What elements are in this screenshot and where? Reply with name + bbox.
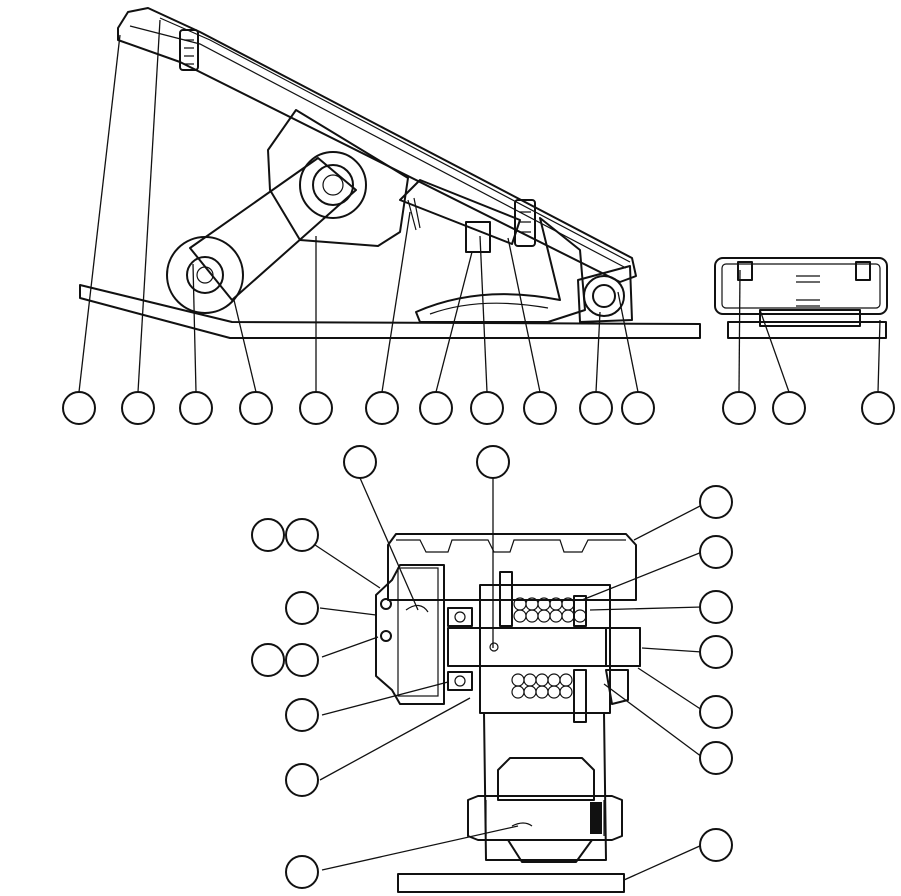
tread-clip xyxy=(179,29,199,71)
callout-bubble xyxy=(699,695,733,729)
callout-bubble xyxy=(523,391,557,425)
callout-bubble xyxy=(699,741,733,775)
callout-bubble xyxy=(699,635,733,669)
callout-bubble xyxy=(285,591,319,625)
callout-bubble xyxy=(121,391,155,425)
section-view-callouts xyxy=(251,445,733,889)
callout-bubble xyxy=(722,391,756,425)
end-view-callouts xyxy=(722,391,895,425)
side-base-plate xyxy=(79,284,701,339)
leader-lines xyxy=(78,19,881,881)
callout-bubble xyxy=(579,391,613,425)
adjust-block xyxy=(465,221,491,253)
shaft-end-collar xyxy=(605,627,641,667)
callout-bubble xyxy=(365,391,399,425)
callout-bubble xyxy=(476,445,510,479)
callout-bubble xyxy=(772,391,806,425)
main-pivot-inner xyxy=(312,164,354,206)
side-view xyxy=(79,7,701,339)
lower-roller-outer xyxy=(166,236,244,314)
end-view xyxy=(714,257,888,339)
lower-stem xyxy=(483,712,607,861)
guide-slot xyxy=(415,217,586,323)
left-end-cap xyxy=(375,564,445,705)
link-plate xyxy=(399,179,521,245)
callout-bubble xyxy=(343,445,377,479)
main-pivot-outer xyxy=(299,151,367,219)
callout-bubble xyxy=(699,590,733,624)
lower-roller-inner xyxy=(186,256,224,294)
tread-screw xyxy=(514,199,536,247)
callout-bubble xyxy=(285,518,319,552)
end-view-clip-left xyxy=(737,261,753,281)
callout-bubble xyxy=(699,535,733,569)
callout-bubble xyxy=(699,828,733,862)
callout-bubble xyxy=(251,643,285,677)
pedal-tread xyxy=(117,7,637,283)
main-shaft xyxy=(447,627,641,667)
callout-bubble xyxy=(621,391,655,425)
callout-bubble xyxy=(699,485,733,519)
lower-window xyxy=(497,757,595,801)
lower-roller xyxy=(467,795,623,841)
end-view-clip-right xyxy=(855,261,871,281)
callout-bubble xyxy=(239,391,273,425)
callout-bubble xyxy=(470,391,504,425)
callout-bubble xyxy=(299,391,333,425)
callout-bubble xyxy=(251,518,285,552)
spring-housing xyxy=(479,584,611,714)
callout-bubble xyxy=(285,643,319,677)
end-view-base xyxy=(727,321,887,339)
coil-row-lower xyxy=(511,673,573,699)
bearing-upper xyxy=(447,607,473,627)
end-view-body xyxy=(714,257,888,315)
side-view-callouts xyxy=(62,391,655,425)
callout-bubble xyxy=(179,391,213,425)
section-view xyxy=(375,533,641,893)
callout-bubble xyxy=(285,855,319,889)
rear-pivot-inner xyxy=(592,284,616,308)
callout-bubble xyxy=(62,391,96,425)
coil-row-upper xyxy=(513,597,587,623)
callout-bubble xyxy=(419,391,453,425)
pedal-arm xyxy=(189,157,357,301)
callout-bubble xyxy=(285,763,319,797)
callout-bubble xyxy=(861,391,895,425)
pedal-bracket xyxy=(267,109,409,247)
callout-bubble xyxy=(285,698,319,732)
rear-pivot-outer xyxy=(583,275,625,317)
section-base-plate xyxy=(397,873,625,893)
bearing-lower xyxy=(447,671,473,691)
